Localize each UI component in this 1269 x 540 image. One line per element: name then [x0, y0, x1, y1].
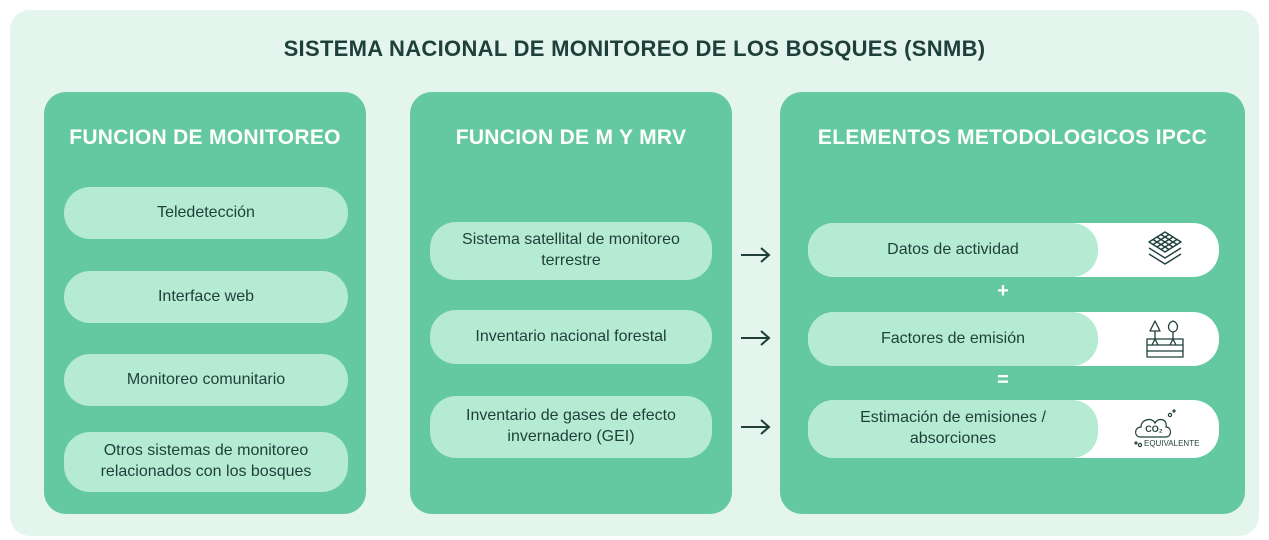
arrow-right-icon	[741, 330, 771, 346]
co2-label: CO₂	[1145, 424, 1163, 434]
mrv-item-gei: Inventario de gases de efecto invernader…	[430, 396, 712, 458]
ipcc-item-estimacion: Estimación de emisiones / absorciones CO…	[808, 400, 1219, 458]
ipcc-item-factores-emision: Factores de emisión	[808, 312, 1219, 366]
monitoring-item-teledeteccion: Teledetección	[64, 187, 348, 239]
ipcc-item-label: Factores de emisión	[808, 312, 1098, 366]
ipcc-panel-title: ELEMENTOS METODOLOGICOS IPCC	[817, 126, 1208, 149]
forest-soil-icon	[1125, 312, 1205, 366]
monitoring-item-otros: Otros sistemas de monitoreo relacionados…	[64, 432, 348, 492]
monitoring-panel-title: FUNCION DE MONITOREO	[69, 126, 341, 149]
equivalente-label: EQUIVALENTE	[1144, 439, 1200, 448]
mrv-item-satelital: Sistema satellital de monitoreo terrestr…	[430, 222, 712, 280]
plus-operator: +	[997, 280, 1009, 302]
monitoring-panel: FUNCION DE MONITOREO Teledetección Inter…	[44, 92, 366, 514]
arrow-right-icon	[741, 419, 771, 435]
layers-grid-icon	[1125, 223, 1205, 277]
mrv-panel: FUNCION DE M Y MRV Sistema satellital de…	[410, 92, 732, 514]
mrv-item-inventario-forestal: Inventario nacional forestal	[430, 310, 712, 364]
mrv-panel-title: FUNCION DE M Y MRV	[455, 126, 687, 149]
ipcc-panel: ELEMENTOS METODOLOGICOS IPCC Datos de ac…	[780, 92, 1245, 514]
monitoring-item-interface-web: Interface web	[64, 271, 348, 323]
arrow-right-icon	[741, 247, 771, 263]
monitoring-item-comunitario: Monitoreo comunitario	[64, 354, 348, 406]
co2-cloud-icon: CO₂ EQUIVALENTE	[1125, 400, 1205, 458]
ipcc-item-datos-actividad: Datos de actividad	[808, 223, 1219, 277]
ipcc-item-label: Estimación de emisiones / absorciones	[808, 400, 1098, 458]
page-title: SISTEMA NACIONAL DE MONITOREO DE LOS BOS…	[283, 36, 986, 61]
ipcc-item-label: Datos de actividad	[808, 223, 1098, 277]
equals-operator: =	[997, 369, 1009, 391]
